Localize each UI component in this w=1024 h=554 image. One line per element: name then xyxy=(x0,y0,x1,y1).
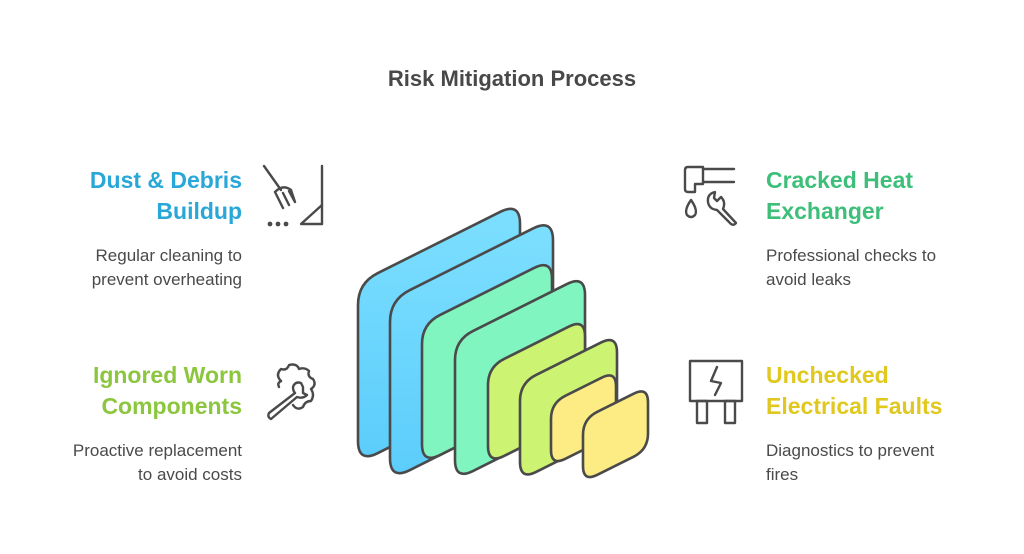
tap-wrench-icon xyxy=(683,165,738,226)
item-description: Proactive replacement to avoid costs xyxy=(12,439,242,487)
item-worn-components: Ignored Worn Components Proactive replac… xyxy=(12,360,242,487)
description-line: prevent overheating xyxy=(91,270,242,289)
block-yellow xyxy=(549,374,650,479)
heading-line: Unchecked xyxy=(766,362,889,388)
item-heat-exchanger: Cracked Heat Exchanger Professional chec… xyxy=(766,165,996,292)
heading-line: Ignored Worn xyxy=(92,362,242,388)
description-line: fires xyxy=(766,465,799,484)
item-electrical-faults: Unchecked Electrical Faults Diagnostics … xyxy=(766,360,996,487)
heading-line: Cracked Heat xyxy=(766,167,914,193)
item-description: Regular cleaning to prevent overheating xyxy=(12,244,242,292)
heading-line: Buildup xyxy=(156,198,242,224)
heading-line: Components xyxy=(101,393,242,419)
gear-wrench-icon xyxy=(267,363,316,421)
item-dust-debris: Dust & Debris Buildup Regular cleaning t… xyxy=(12,165,242,292)
broom-icon xyxy=(262,164,324,227)
item-description: Diagnostics to prevent fires xyxy=(766,439,996,487)
block-yellow-front-face xyxy=(581,390,650,479)
description-line: to avoid costs xyxy=(138,465,242,484)
item-heading: Unchecked Electrical Faults xyxy=(766,360,996,422)
heading-line: Electrical Faults xyxy=(766,393,943,419)
description-line: Diagnostics to prevent xyxy=(766,441,935,460)
heading-line: Dust & Debris xyxy=(89,167,242,193)
item-heading: Ignored Worn Components xyxy=(12,360,242,422)
fuse-icon xyxy=(688,359,744,425)
description-line: avoid leaks xyxy=(766,270,852,289)
item-heading: Cracked Heat Exchanger xyxy=(766,165,996,227)
item-description: Professional checks to avoid leaks xyxy=(766,244,996,292)
description-line: Regular cleaning to xyxy=(95,246,242,265)
description-line: Professional checks to xyxy=(766,246,937,265)
page-title: Risk Mitigation Process xyxy=(387,66,637,91)
item-heading: Dust & Debris Buildup xyxy=(12,165,242,227)
description-line: Proactive replacement xyxy=(72,441,242,460)
heading-line: Exchanger xyxy=(766,198,884,224)
